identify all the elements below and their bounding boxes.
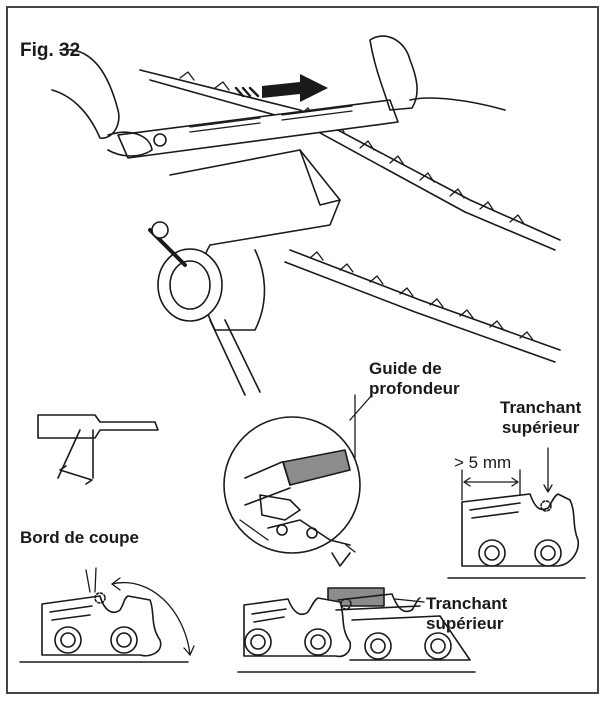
chain-bar	[139, 69, 561, 363]
depth-gauge-label-line1: Guide de	[369, 359, 442, 378]
file-angle-detail	[37, 414, 159, 485]
depth-gauge-label-line2: profondeur	[369, 378, 460, 398]
distance-label: > 5 mm	[454, 453, 512, 472]
cutting-edge-label: Bord de coupe	[20, 528, 140, 547]
magnifier	[223, 394, 373, 567]
vise	[148, 149, 341, 396]
top-edge-label-bottom-line1: Tranchant	[426, 594, 508, 613]
top-edge-label-right-line1: Tranchant	[500, 398, 582, 417]
cutter-right	[447, 447, 586, 579]
chain-bottom	[237, 587, 476, 673]
motion-arrow	[234, 74, 328, 102]
top-edge-label-right: Tranchant supérieur	[500, 398, 581, 437]
top-edge-label-right-line2: supérieur	[501, 417, 580, 437]
figure-label: Fig. 32	[20, 40, 81, 61]
depth-gauge-label: Guide de profondeur	[369, 359, 460, 398]
top-edge-label-bottom: Tranchant supérieur	[426, 594, 507, 633]
top-edge-label-bottom-line2: supérieur	[426, 613, 504, 633]
file-gauge	[117, 99, 399, 159]
hands	[51, 35, 506, 157]
cutter-left	[19, 567, 195, 663]
